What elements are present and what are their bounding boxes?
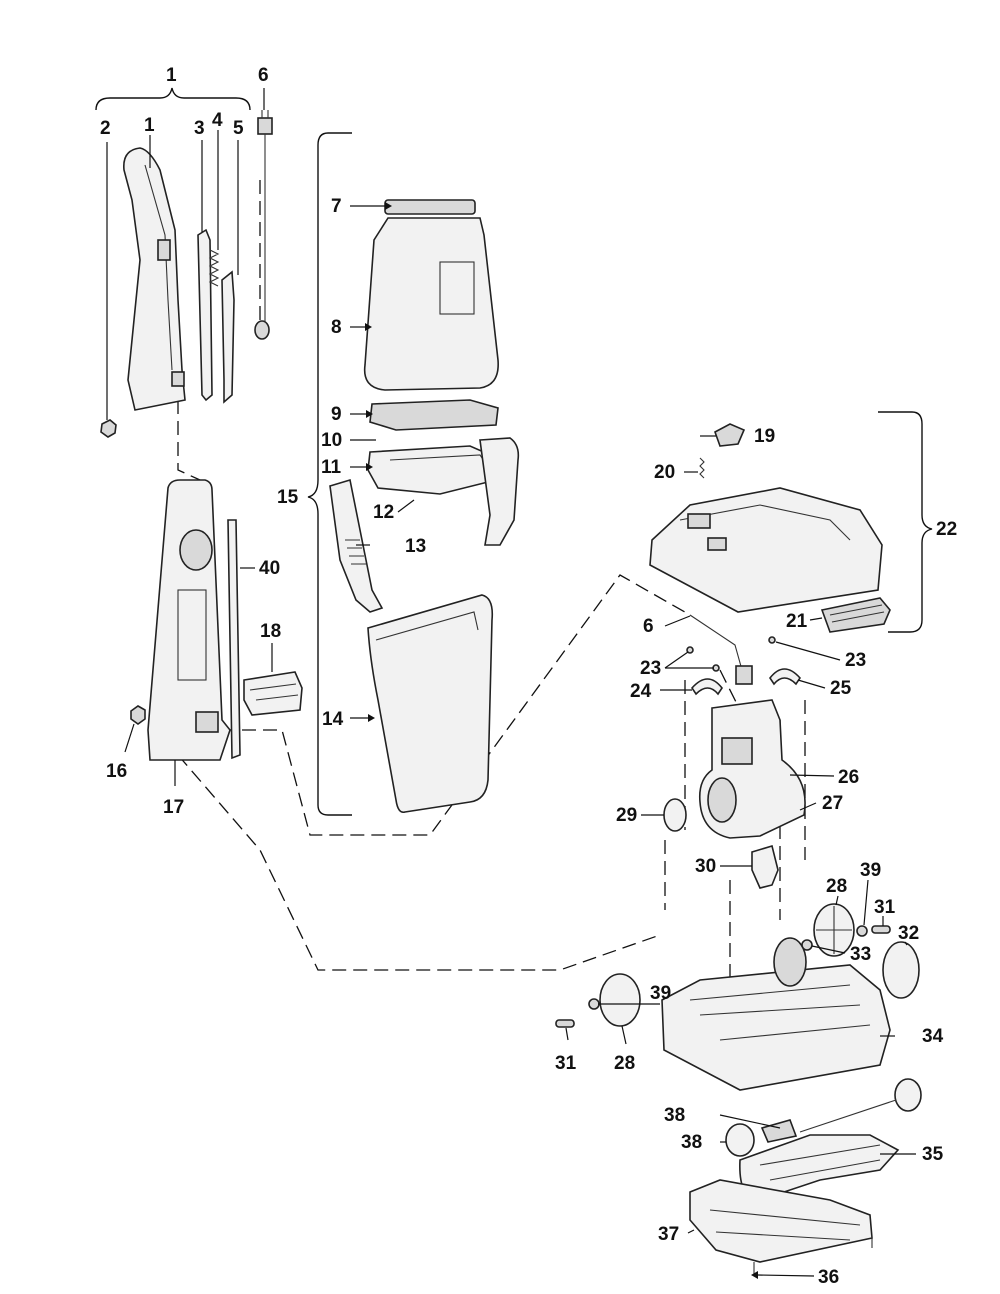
bin-part <box>367 594 494 814</box>
brace-group-15 <box>307 132 352 816</box>
label-screw-26: 26 <box>838 767 859 788</box>
cord-6-lower <box>689 614 743 671</box>
trim-strip-part <box>227 519 241 760</box>
label-rod-a: 3 <box>194 118 205 139</box>
clip-right-part <box>769 668 802 686</box>
part-number-labels: 1 1 2 3 4 5 6 7 8 9 10 11 12 15 13 14 40… <box>100 65 957 1288</box>
label-rod-b: 5 <box>233 118 244 139</box>
bag-part <box>363 217 499 391</box>
tray-part <box>367 445 503 495</box>
label-bag: 8 <box>331 317 342 338</box>
label-axle-right: 31 <box>874 897 896 918</box>
label-handle-group: 1 <box>166 65 177 86</box>
label-wheel-right: 28 <box>826 876 847 897</box>
brace-group-1 <box>95 87 251 111</box>
washer-39-left-part <box>588 998 600 1010</box>
label-agitator: 35 <box>922 1144 944 1165</box>
nut-part <box>100 419 117 438</box>
axle-31-left-part <box>555 1019 575 1028</box>
label-spring-small: 10 <box>321 430 342 451</box>
label-knob: 16 <box>106 761 127 782</box>
label-nut: 2 <box>100 118 111 139</box>
spring-4-part <box>208 249 220 287</box>
door-right-part <box>479 437 520 546</box>
label-handle: 1 <box>144 115 155 136</box>
switch-cap-part <box>714 423 746 447</box>
bag-collar-part <box>384 199 476 215</box>
label-clip-left: 24 <box>630 681 652 702</box>
label-seal-ring: 29 <box>616 805 637 826</box>
bag-assembly <box>329 199 520 814</box>
label-clip-right: 25 <box>830 678 852 699</box>
label-washer-33: 33 <box>850 944 871 965</box>
screw-20-part <box>699 457 705 479</box>
bottom-plate-part <box>689 1179 873 1263</box>
label-axle-left: 31 <box>555 1053 577 1074</box>
tire-part <box>882 941 920 999</box>
label-screw-12: 12 <box>373 502 394 523</box>
end-cap-lower-part <box>725 1123 755 1157</box>
label-door-left: 13 <box>405 536 426 557</box>
leader-lines <box>106 88 916 1279</box>
label-tool-caddy: 18 <box>260 621 281 642</box>
label-bag-group: 15 <box>277 487 299 508</box>
label-washer-39-left: 39 <box>650 983 671 1004</box>
end-cap-upper-part <box>894 1078 922 1112</box>
label-end-cap-upper: 38 <box>664 1105 685 1126</box>
label-screw-36: 36 <box>818 1267 839 1288</box>
brace-group-22 <box>878 411 933 633</box>
plug-part <box>254 110 273 340</box>
label-tire: 32 <box>898 923 919 944</box>
door-left-part <box>329 478 384 613</box>
label-cord-lower: 6 <box>643 616 654 637</box>
washer-39-right-part <box>856 925 868 937</box>
label-motor: 27 <box>822 793 843 814</box>
label-pedal: 30 <box>695 856 716 877</box>
motor-base-assembly <box>555 614 922 1275</box>
pedal-part <box>751 844 779 889</box>
group-braces <box>95 87 933 816</box>
label-hood-group: 22 <box>936 519 957 540</box>
knob-part <box>130 705 146 725</box>
seal-ring-part <box>663 798 687 832</box>
label-bottom-plate: 37 <box>658 1224 679 1245</box>
label-frame-top: 9 <box>331 404 342 425</box>
frame-part <box>369 399 499 431</box>
label-body: 17 <box>163 797 184 818</box>
clip-left-part <box>690 678 723 696</box>
label-bag-collar: 7 <box>331 196 342 217</box>
label-screw-20: 20 <box>654 462 675 483</box>
label-base: 34 <box>922 1026 944 1047</box>
label-screw-23-right: 23 <box>845 650 866 671</box>
label-bin: 14 <box>322 709 344 730</box>
label-end-cap-lower: 38 <box>681 1132 702 1153</box>
rod-5-part <box>221 270 235 404</box>
label-switch-cap: 19 <box>754 426 775 447</box>
tool-caddy-part <box>243 671 303 716</box>
handle-assembly <box>100 110 273 438</box>
label-tray: 11 <box>321 457 342 478</box>
axle-31-right-part <box>871 925 891 934</box>
base-part <box>661 964 891 1091</box>
label-wheel-left: 28 <box>614 1053 635 1074</box>
label-cord-top: 6 <box>258 65 269 86</box>
label-filter-grille: 21 <box>786 611 808 632</box>
body-assembly <box>130 479 303 761</box>
label-screw-23-left: 23 <box>640 658 661 679</box>
hood-assembly <box>649 423 891 633</box>
label-spring: 4 <box>212 110 223 131</box>
label-trim-strip: 40 <box>259 558 280 579</box>
handle-part <box>123 147 186 411</box>
label-washer-39-right: 39 <box>860 860 881 881</box>
wheel-left-part <box>599 973 641 1027</box>
rod-3-part <box>197 228 213 402</box>
